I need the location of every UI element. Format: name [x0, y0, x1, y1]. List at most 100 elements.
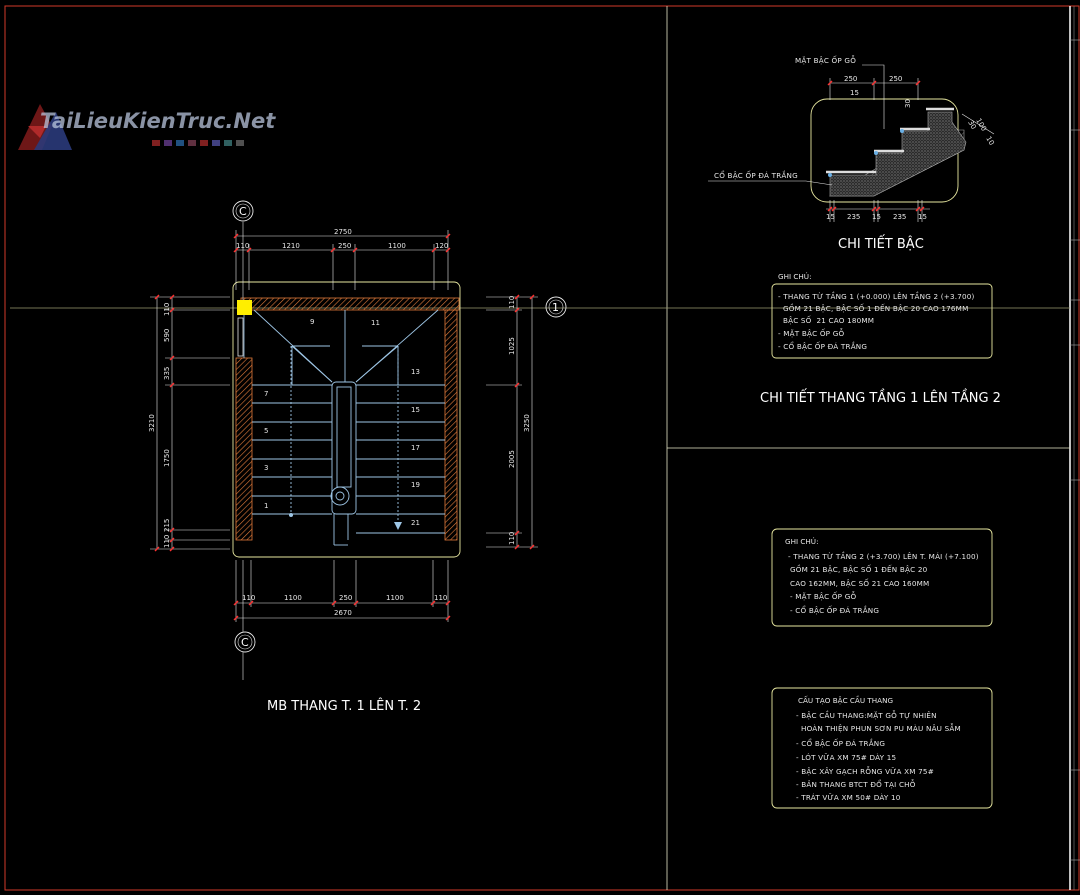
- dim-top-seg-4: 1100: [388, 242, 406, 250]
- plan-title: MB THANG T. 1 LÊN T. 2: [267, 698, 421, 714]
- axis-marker-bottom: C: [234, 560, 256, 680]
- dimension-left-ticks: [154, 294, 175, 552]
- dim-bottom-seg-5: 110: [434, 594, 447, 602]
- note1-line-3: BẬC SỐ 21 CAO 180MM: [778, 315, 874, 325]
- note3-line-5: - BẬC XÂY GẠCH RỖNG VỮA XM 75#: [796, 766, 934, 776]
- dim-right-seg-2: 1025: [508, 337, 516, 355]
- section-title: CHI TIẾT THANG TẦNG 1 LÊN TẦNG 2: [760, 389, 1001, 406]
- detail-dims-bottom: [826, 200, 930, 222]
- note2-line-2: GỒM 21 BẬC, BẬC SỐ 1 ĐẾN BẬC 20: [790, 564, 928, 574]
- detail-dim-side-1: 15: [850, 89, 859, 97]
- step-number-left-4: 1: [264, 502, 268, 510]
- dim-bottom-seg-2: 1100: [284, 594, 302, 602]
- watermark: TaiLieuKienTruc.Net: [18, 104, 276, 150]
- wall-left: [235, 357, 253, 541]
- door-jamb: [237, 317, 244, 357]
- note3-frame: [771, 687, 993, 809]
- detail-title: CHI TIẾT BẬC: [838, 235, 924, 252]
- detail-dim-right-3: 10: [984, 135, 995, 147]
- watermark-logo-icon: [18, 104, 72, 150]
- detail-dim-side-2: 30: [904, 99, 912, 108]
- dim-top-seg-3: 250: [338, 242, 351, 250]
- axis-label-bottom: C: [241, 636, 249, 649]
- detail-dim-bottom-4: 235: [893, 213, 906, 221]
- watermark-text: TaiLieuKienTruc.Net: [40, 109, 276, 133]
- dim-left-seg-6: 215: [163, 519, 171, 532]
- stair-plan: 9 11 7 5 3 1 13 15 17 19 21 C C 1: [148, 200, 567, 714]
- step-number-right-5: 21: [411, 519, 420, 527]
- step-number-left-2: 5: [264, 427, 268, 435]
- note-box-1: GHI CHÚ: - THANG TỪ TẦNG 1 (+0.000) LÊN …: [771, 272, 993, 359]
- dim-bottom-total: 2670: [334, 609, 352, 617]
- detail-leader-left: [708, 180, 833, 186]
- note1-frame: [771, 283, 993, 359]
- detail-steps: [829, 111, 967, 197]
- step-number-right-2: 15: [411, 406, 420, 414]
- wall-right: [444, 309, 458, 541]
- dim-bottom-seg-1: 110: [242, 594, 255, 602]
- detail-nosing: [828, 129, 904, 177]
- note2-line-4: - MẶT BẬC ỐP GỖ: [790, 591, 856, 601]
- step-number-right-1: 13: [411, 368, 420, 376]
- dimension-top: [235, 230, 449, 290]
- dimension-bottom: [235, 560, 449, 622]
- detail-label-left: CỔ BẬC ỐP ĐÁ TRẮNG: [714, 170, 798, 180]
- note3-line-3: - CỔ BẬC ỐP ĐÁ TRẮNG: [796, 738, 885, 748]
- axis-label-top: C: [239, 205, 247, 218]
- note1-line-5: - CỔ BẬC ỐP ĐÁ TRẮNG: [778, 341, 867, 351]
- detail-dim-bottom-5: 15: [918, 213, 927, 221]
- dimension-left: [150, 296, 230, 550]
- step-number-left-3: 3: [264, 464, 268, 472]
- note3-line-2: HOÀN THIỆN PHUN SƠN PU MÀU NÂU SẪM: [796, 723, 961, 733]
- dim-top-seg-1: 110: [236, 242, 249, 250]
- plan-outline: [232, 281, 461, 558]
- step-detail: MẶT BẬC ỐP GỖ CỔ BẬC ỐP ĐÁ TRẮNG 250 250…: [708, 55, 996, 252]
- watermark-dots: [152, 140, 244, 146]
- note1-line-1: - THANG TỪ TẦNG 1 (+0.000) LÊN TẦNG 2 (+…: [778, 291, 975, 301]
- axis-marker-top: C: [232, 200, 254, 300]
- sheet-frame: [4, 5, 1080, 891]
- axis-marker-right: 1: [545, 296, 567, 318]
- arrow-head: [394, 522, 402, 530]
- note3-line-7: - TRÁT VỮA XM 50# DÀY 10: [796, 793, 901, 802]
- dim-right-seg-4: 110: [508, 532, 516, 545]
- note-box-2: GHI CHÚ: - THANG TỪ TẦNG 2 (+3.700) LÊN …: [771, 528, 993, 627]
- step-number-top-1: 9: [310, 318, 314, 326]
- note2-line-5: - CỔ BẬC ỐP ĐÁ TRẮNG: [790, 605, 879, 615]
- detail-dim-top-2: 250: [889, 75, 902, 83]
- note3-line-6: - BẢN THANG BTCT ĐỔ TẠI CHỖ: [796, 779, 916, 789]
- dimension-top-ticks: [233, 233, 451, 253]
- note1-line-2: GỒM 21 BẬC, BẬC SỐ 1 ĐẾN BẬC 20 CAO 176M…: [778, 303, 969, 313]
- dimension-right-ticks: [514, 294, 535, 550]
- dim-left-seg-5: 110: [163, 535, 171, 548]
- detail-leader-top: [862, 64, 885, 129]
- detail-dim-right-1: 30: [966, 119, 977, 131]
- detail-dim-right-line: [961, 113, 995, 135]
- note3-heading: CẤU TẠO BẬC CẦU THANG: [798, 695, 893, 705]
- note2-line-1: - THANG TỪ TẦNG 2 (+3.700) LÊN T. MÁI (+…: [788, 551, 979, 561]
- detail-dim-bottom-2: 235: [847, 213, 860, 221]
- note3-line-1: - BẬC CẦU THANG:MẶT GỖ TỰ NHIÊN: [796, 710, 937, 720]
- dim-left-seg-3: 335: [163, 367, 171, 380]
- detail-dims-top-ticks: [827, 80, 921, 86]
- title-block-ticks: [1070, 39, 1080, 861]
- note1-line-4: - MẶT BẬC ỐP GỖ: [778, 328, 844, 338]
- note2-line-3: CAO 162MM, BẬC SỐ 21 CAO 160MM: [790, 578, 929, 588]
- wall-top: [240, 297, 460, 311]
- note2-heading: GHI CHÚ:: [785, 537, 818, 546]
- dim-top-seg-5: 120: [435, 242, 448, 250]
- step-number-left-1: 7: [264, 390, 268, 398]
- start-dot: [289, 513, 293, 517]
- dim-top-total: 2750: [334, 228, 352, 236]
- step-number-right-4: 19: [411, 481, 420, 489]
- dim-top-seg-2: 1210: [282, 242, 300, 250]
- detail-dim-top-1: 250: [844, 75, 857, 83]
- dim-right-seg-1: 110: [508, 296, 516, 309]
- dim-right-seg-3: 2005: [508, 450, 516, 468]
- step-number-top-2: 11: [371, 319, 380, 327]
- dim-left-total: 3210: [148, 414, 156, 432]
- detail-dims-bottom-ticks: [827, 206, 925, 212]
- dimension-bottom-ticks: [233, 600, 451, 621]
- dim-bottom-seg-3: 250: [339, 594, 352, 602]
- note-box-3: CẤU TẠO BẬC CẦU THANG - BẬC CẦU THANG:MẶ…: [771, 687, 993, 809]
